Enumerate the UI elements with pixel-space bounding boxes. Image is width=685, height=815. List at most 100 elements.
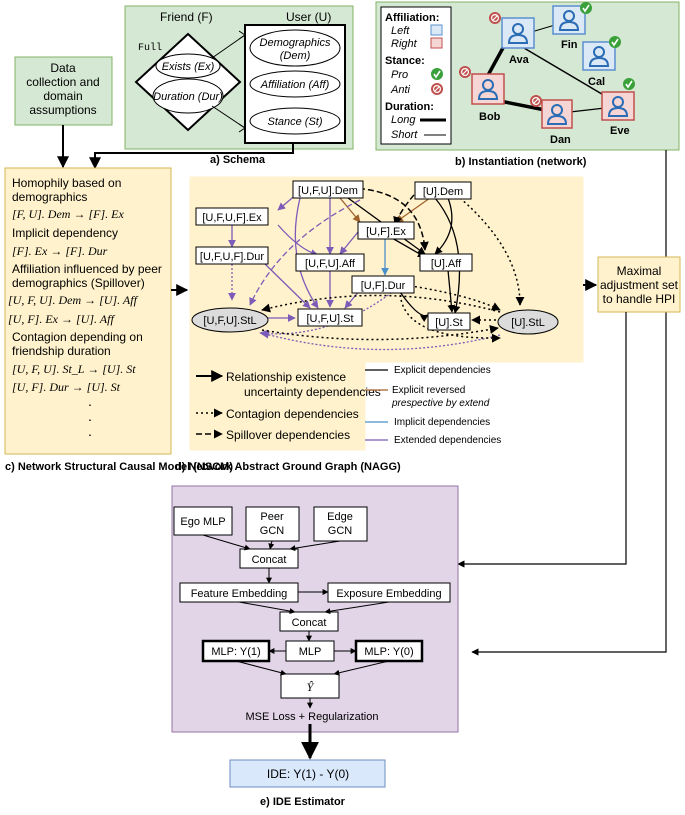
ide-caption: e) IDE Estimator — [260, 796, 346, 808]
demographics-label: Demographics — [260, 37, 331, 49]
node-dan[interactable]: Dan — [529, 94, 573, 146]
contagion-5 — [261, 294, 501, 313]
node-u-dem-label: [U].Dem — [423, 186, 463, 198]
network-panel: Affiliation: Left Right Stance: Pro Anti… — [375, 1, 680, 168]
stance-label: Stance (St) — [267, 116, 322, 128]
node-bob-label: Bob — [479, 111, 501, 123]
nscm-dot-2: . — [88, 408, 92, 424]
nscm-contagion-2: friendship duration — [12, 344, 111, 358]
legend-explicit: Explicit dependencies — [394, 365, 491, 376]
edge-ufu-dem-to-uf-ex — [339, 197, 361, 223]
legend-affiliation: Affiliation: — [385, 12, 439, 24]
contagion-ext-2 — [261, 331, 501, 351]
network-caption: b) Instantiation (network) — [455, 156, 587, 168]
data-collection-box: Data collection and domain assumptions — [14, 56, 113, 126]
arrow-network-to-yhat — [471, 150, 667, 656]
legend-pro: Pro — [391, 69, 408, 81]
nscm-affiliation-2: demographics (Spillover) — [12, 276, 145, 290]
arrow-y1-yhat — [235, 660, 287, 676]
contagion-1 — [459, 197, 525, 306]
legend-extended: Extended dependencies — [394, 435, 501, 446]
contagion-2 — [404, 284, 501, 311]
nscm-panel: Homophily based on demographics [F, U]. … — [4, 167, 233, 473]
data-collection-line2: collection and — [26, 75, 99, 89]
legend-spillover: Spillover dependencies — [226, 428, 350, 442]
schema-panel: Friend (F) User (U) Full Exists (Ex) Dur… — [124, 5, 354, 166]
node-ufu-stl — [191, 307, 269, 333]
right-swatch — [430, 37, 443, 49]
legend-left: Left — [391, 25, 410, 37]
node-ava-label: Ava — [509, 54, 530, 66]
nscm-eq5: [U, F, U]. St_L → [U]. St — [12, 362, 136, 376]
affiliation-label: Affiliation (Aff) — [260, 79, 330, 91]
schema-caption: a) Schema — [210, 154, 266, 166]
node-cal-label: Cal — [588, 76, 605, 88]
adjustment-line3: to handle HPI — [603, 292, 676, 306]
exists-attribute — [155, 53, 221, 79]
node-u-st — [427, 312, 471, 331]
node-ava[interactable]: Ava — [488, 11, 535, 66]
nscm-eq4: [U, F]. Ex → [U]. Aff — [8, 312, 115, 326]
anti-icon — [430, 82, 444, 96]
arrow-schema-to-nscm — [89, 143, 294, 170]
node-uf-dur-label: [U,F].Dur — [361, 280, 406, 292]
node-uf-dur — [351, 275, 415, 294]
mlp-y1-label: MLP: Y(1) — [211, 646, 260, 658]
peer-gcn-box — [245, 506, 300, 542]
nscm-dot-3: . — [88, 423, 92, 439]
data-collection-line4: assumptions — [29, 103, 96, 117]
legend-implicit: Implicit dependencies — [394, 417, 490, 428]
edge-gcn-box — [313, 506, 368, 542]
node-ufu-st-label: [U,F,U].St — [306, 313, 353, 325]
arrow-y0-yhat — [333, 660, 390, 676]
edge-u-dem-to-u-st — [434, 197, 461, 314]
ego-mlp-box — [173, 506, 233, 536]
friend-label: Friend (F) — [160, 10, 213, 24]
node-u-aff-label: [U].Aff — [431, 258, 462, 270]
node-ufuf-ex-label: [U,F,U,F].Ex — [202, 212, 262, 224]
nscm-homophily-2: demographics — [12, 190, 87, 204]
node-ufuf-dur-label: [U,F,U,F].Dur — [200, 251, 265, 263]
edge-gcn-label2: GCN — [328, 525, 353, 537]
spillover-ext-1 — [249, 199, 361, 306]
ide-panel: Ego MLP Peer GCN Edge GCN Concat Feature… — [171, 485, 459, 733]
pro-icon — [430, 67, 444, 81]
spillover-2 — [349, 187, 429, 251]
mlp-label: MLP — [299, 646, 322, 658]
node-u-aff — [419, 253, 473, 272]
feature-embedding-label: Feature Embedding — [191, 588, 288, 600]
concat-label-2: Concat — [292, 617, 327, 629]
duration-label: Duration (Dur) — [153, 91, 223, 103]
legend-right: Right — [391, 38, 418, 50]
node-ufu-aff — [295, 253, 365, 272]
edge-gcn-label1: Edge — [327, 511, 353, 523]
node-bob[interactable]: Bob — [458, 65, 505, 123]
duration-attribute — [152, 78, 224, 114]
demographics-abbrev: (Dem) — [280, 50, 311, 62]
affiliation-attribute — [249, 70, 341, 98]
legend-reversed-1: Explicit reversed — [392, 385, 465, 396]
node-uf-ex-label: [U,F].Ex — [366, 226, 406, 238]
adjustment-box: Maximal adjustment set to handle HPI — [597, 256, 681, 313]
exposure-embedding-label: Exposure Embedding — [336, 588, 441, 600]
concat-label-1: Concat — [252, 554, 287, 566]
legend-anti: Anti — [390, 84, 411, 96]
data-collection-line3: domain — [43, 89, 82, 103]
node-ufu-dem — [292, 180, 364, 199]
ide-output-label: IDE: Y(1) - Y(0) — [267, 767, 349, 781]
user-label: User (U) — [286, 10, 331, 24]
node-eve[interactable]: Eve — [601, 77, 636, 137]
edge-u-dem-to-u-aff — [434, 197, 453, 255]
edge-ufuf-dur-to-ufu-st — [264, 263, 311, 309]
node-fin[interactable]: Fin — [552, 1, 593, 51]
node-u-st-label: [U].St — [435, 317, 463, 329]
nagg-panel: [U,F,U].Dem [U].Dem [U,F,U,F].Ex [U,F].E… — [175, 176, 584, 473]
node-fin-label: Fin — [561, 39, 578, 51]
legend-reversed-2: prespective by extend — [391, 398, 490, 409]
legend-short: Short — [391, 129, 418, 141]
peer-gcn-label1: Peer — [260, 511, 284, 523]
node-uf-ex — [357, 221, 415, 240]
adjustment-line2: adjustment set — [600, 278, 679, 292]
node-cal[interactable]: Cal — [582, 35, 622, 88]
